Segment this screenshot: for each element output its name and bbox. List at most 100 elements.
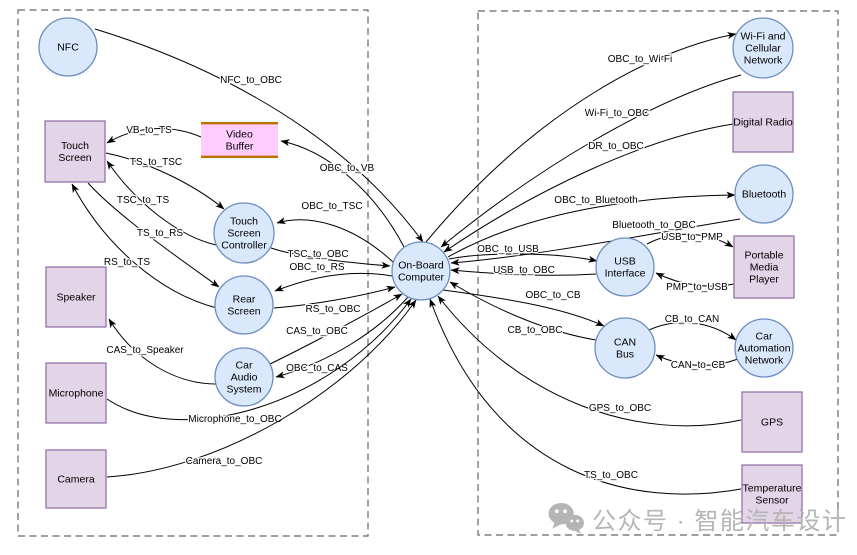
usb-interface-shape: [595, 237, 655, 297]
edge-line: [648, 322, 737, 341]
node-nfc: NFC: [38, 17, 98, 77]
edge-line: [442, 289, 605, 327]
edge-line: [106, 298, 412, 421]
edge-line: [273, 285, 396, 309]
edge-label: CAS_to_OBC: [286, 326, 348, 337]
edge-label: TS_to_RS: [137, 228, 183, 239]
edge-can-to-cb: CAN_to_CB: [655, 354, 739, 372]
edge-obc-to-vb: OBC_to_VB: [280, 139, 405, 248]
edge-obc-to-rs: OBC_to_RS: [274, 261, 393, 292]
edge-line: [429, 298, 742, 495]
microphone-shape: [45, 362, 107, 424]
edge-obc-to-bluetooth: OBC_to_Bluetooth: [447, 191, 736, 258]
bluetooth-shape: [734, 164, 794, 224]
edge-line: [443, 123, 734, 253]
edge-label: RS_to_OBC: [305, 304, 360, 315]
edge-label: TS_to_TSC: [130, 157, 182, 168]
node-label: Camera: [57, 474, 95, 486]
car-automation-network-shape: [734, 318, 794, 378]
edge-ts-to-tsc: TS_to_TSC: [105, 152, 225, 210]
camera-shape: [45, 449, 107, 509]
edge-line: [280, 139, 405, 248]
edge-usb-to-pmp: USB_to_PMP: [646, 231, 734, 248]
edge-line: [450, 218, 741, 266]
edge-label: OBC_to_CB: [525, 290, 580, 301]
edge-label: Bluetooth_to_OBC: [612, 220, 695, 231]
edge-line: [449, 281, 597, 341]
node-microphone: Microphone: [45, 362, 107, 424]
edge-label: TSC_to_TS: [117, 195, 170, 206]
edge-line: [71, 183, 218, 309]
edge-obc-to-tsc: OBC_to_TSC: [276, 200, 394, 263]
edge-label: OBC_to_TSC: [301, 201, 362, 212]
touch-screen-shape: [44, 120, 106, 183]
nfc-shape: [38, 17, 98, 77]
edge-label: USB_to_OBC: [493, 265, 555, 276]
wechat-icon: [548, 502, 584, 535]
edge-cas-to-obc: CAS_to_OBC: [269, 293, 403, 365]
edge-label: CAS_to_Speaker: [106, 345, 184, 356]
can-bus-shape: [594, 317, 656, 379]
node-label: NFC: [57, 42, 79, 54]
edge-label: CAN_to_CB: [671, 360, 726, 371]
edge-line: [276, 217, 394, 263]
edge-cas-to-speaker: CAS_to_Speaker: [105, 318, 217, 385]
on-board-computer-shape: [391, 241, 451, 301]
node-label: Digital Radio: [733, 117, 793, 129]
edge-line: [440, 74, 742, 248]
edge-line: [106, 160, 217, 246]
edge-line: [269, 293, 403, 365]
node-bluetooth: Bluetooth: [734, 164, 794, 224]
edge-label: OBC_to_Bluetooth: [554, 195, 637, 206]
edge-line: [108, 318, 217, 385]
edge-dr-to-obc: DR_to_OBC: [443, 123, 734, 253]
edge-label: TS_to_OBC: [584, 470, 638, 481]
edge-label: OBC_to_USB: [477, 244, 539, 255]
watermark-text: 公众号 · 智能汽车设计: [592, 508, 848, 535]
edge-label: CB_to_CAN: [665, 314, 719, 325]
portable-media-player-shape: [733, 235, 795, 299]
node-camera: Camera: [45, 449, 107, 509]
edge-label: OBC_to_Wi-Fi: [608, 54, 672, 65]
edge-microphone-to-obc: Microphone_to_OBC: [106, 298, 412, 426]
node-gps: GPS: [741, 391, 803, 453]
edge-line: [655, 272, 735, 287]
edge-tsc-to-ts: TSC_to_TS: [106, 160, 217, 246]
node-digital-radio: Digital Radio: [732, 91, 794, 153]
edge-cb-to-can: CB_to_CAN: [648, 313, 737, 341]
edge-line: [437, 295, 742, 427]
edge-line: [106, 128, 202, 144]
edge-label: GPS_to_OBC: [589, 403, 651, 414]
edge-pmp-to-usb: PMP_to_USB: [655, 272, 735, 294]
edge-line: [94, 28, 424, 243]
edge-rs-to-ts: RS_to_TS: [71, 183, 218, 309]
speaker-shape: [45, 266, 107, 328]
edge-gps-to-obc: GPS_to_OBC: [437, 295, 742, 427]
edge-ts-to-rs: TS_to_RS: [87, 182, 220, 288]
node-label: GPS: [761, 417, 783, 429]
node-label: Microphone: [49, 388, 104, 400]
edge-line: [275, 296, 409, 379]
edge-line: [448, 253, 598, 263]
edge-temp-to-obc: TS_to_OBC: [429, 298, 742, 495]
edge-label: OBC_to_VB: [320, 163, 375, 174]
edge-label: OBC_to_RS: [289, 262, 344, 273]
digital-radio-shape: [732, 91, 794, 153]
edge-line: [105, 152, 225, 210]
